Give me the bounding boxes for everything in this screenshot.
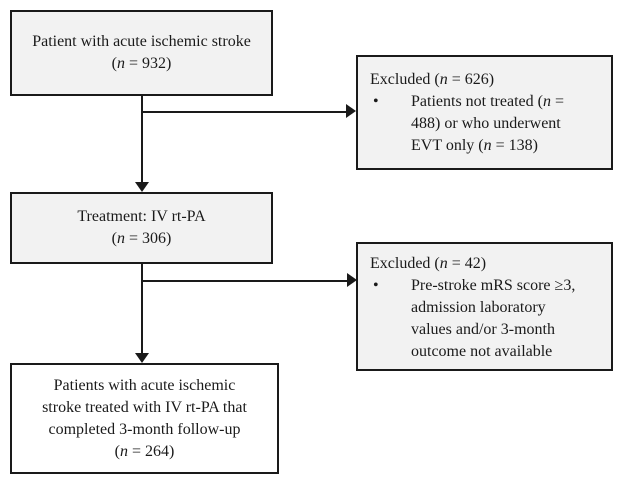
arrowhead-down-2-icon	[135, 353, 149, 363]
flow-box-treatment: Treatment: IV rt-PA (n = 306)	[10, 192, 273, 264]
flow-box-excluded-2: Excluded (n = 42) • Pre-stroke mRS score…	[356, 242, 613, 371]
excluded-2-title: Excluded (n = 42)	[370, 255, 487, 272]
connector-down-line-1	[141, 96, 143, 182]
excluded-1-item-text: Patients not treated (n = 488) or who un…	[411, 93, 564, 154]
flow-box-final: Patients with acute ischemic stroke trea…	[10, 363, 279, 474]
bullet-icon: •	[373, 93, 379, 110]
excluded-1-title: Excluded (n = 626)	[370, 71, 495, 88]
connector-branch-line-1	[142, 111, 346, 113]
flow-box-excluded-1: Excluded (n = 626) • Patients not treate…	[356, 55, 613, 170]
excluded-1-bullet-item: • Patients not treated (n = 488) or who …	[370, 91, 605, 157]
flow-box-patients: Patient with acute ischemic stroke (n = …	[10, 10, 273, 96]
arrowhead-down-1-icon	[135, 182, 149, 192]
flow-box-patients-text: Patient with acute ischemic stroke (n = …	[32, 33, 251, 72]
connector-branch-line-2	[142, 280, 347, 282]
flow-box-treatment-text: Treatment: IV rt-PA (n = 306)	[77, 208, 206, 247]
flow-box-final-text: Patients with acute ischemic stroke trea…	[42, 376, 247, 460]
excluded-2-item-text: Pre-stroke mRS score ≥3, admission labor…	[411, 277, 576, 360]
excluded-2-bullet-item: • Pre-stroke mRS score ≥3, admission lab…	[370, 275, 605, 363]
bullet-icon: •	[373, 277, 379, 294]
arrowhead-right-2-icon	[347, 273, 357, 287]
connector-down-line-2	[141, 263, 143, 353]
arrowhead-right-1-icon	[346, 104, 356, 118]
